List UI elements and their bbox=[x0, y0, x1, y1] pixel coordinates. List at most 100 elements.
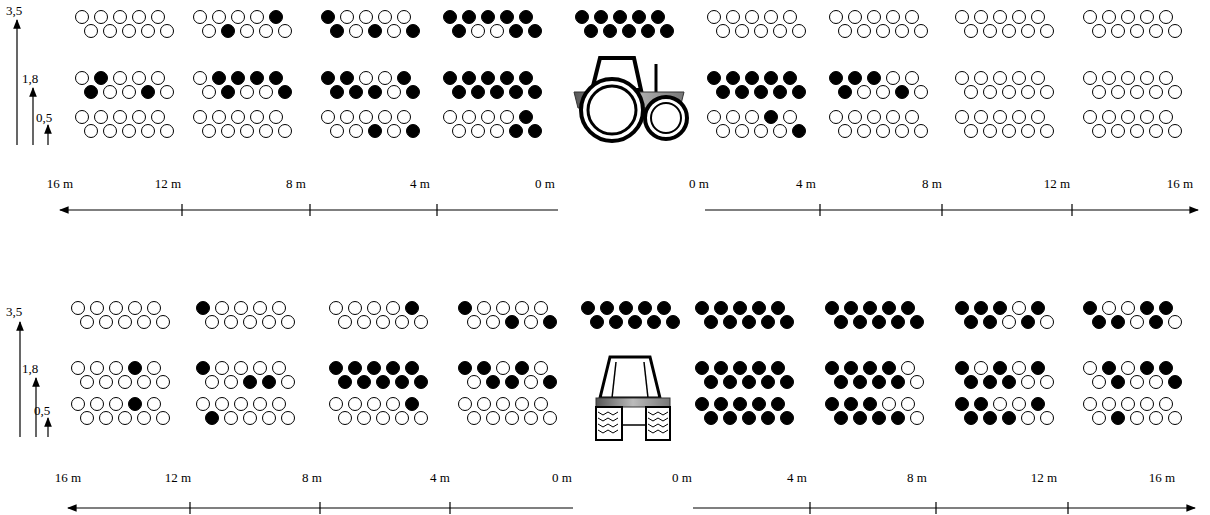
dot bbox=[1131, 25, 1144, 38]
dot bbox=[1022, 412, 1035, 425]
dot bbox=[1032, 11, 1045, 24]
dot bbox=[235, 302, 248, 315]
dot bbox=[1103, 11, 1116, 24]
dot bbox=[784, 72, 797, 85]
dot bbox=[444, 111, 457, 124]
dot bbox=[858, 86, 871, 99]
dot bbox=[629, 316, 642, 329]
dot bbox=[254, 362, 267, 375]
dot bbox=[696, 398, 709, 411]
dot bbox=[975, 11, 988, 24]
dot bbox=[463, 11, 476, 24]
dot bbox=[743, 316, 756, 329]
dot bbox=[463, 72, 476, 85]
dot bbox=[864, 398, 877, 411]
dot bbox=[194, 11, 207, 24]
dot bbox=[864, 302, 877, 315]
dot bbox=[877, 25, 890, 38]
dot bbox=[717, 25, 730, 38]
dot bbox=[331, 86, 344, 99]
dot bbox=[516, 302, 529, 315]
dot bbox=[1131, 412, 1144, 425]
dot bbox=[736, 125, 749, 138]
dot bbox=[216, 302, 229, 315]
dot bbox=[468, 376, 481, 389]
distance-label: 8 m bbox=[907, 471, 927, 484]
dot bbox=[152, 72, 165, 85]
dot bbox=[1160, 72, 1173, 85]
dot bbox=[705, 412, 718, 425]
dot bbox=[142, 25, 155, 38]
dot bbox=[864, 362, 877, 375]
dot bbox=[911, 412, 924, 425]
dot bbox=[350, 86, 363, 99]
dot bbox=[994, 11, 1007, 24]
dot bbox=[623, 25, 636, 38]
dot bbox=[755, 125, 768, 138]
distance-label: 12 m bbox=[155, 177, 181, 190]
dot bbox=[994, 362, 1007, 375]
dot bbox=[1084, 11, 1097, 24]
dot bbox=[1013, 111, 1026, 124]
dot bbox=[984, 316, 997, 329]
dot bbox=[330, 398, 343, 411]
dot bbox=[724, 376, 737, 389]
dot bbox=[407, 86, 420, 99]
dot bbox=[793, 86, 806, 99]
dot bbox=[906, 72, 919, 85]
dot bbox=[652, 11, 665, 24]
dot bbox=[868, 11, 881, 24]
dot bbox=[369, 86, 382, 99]
axis-lines bbox=[17, 20, 1198, 514]
dot bbox=[591, 316, 604, 329]
dot bbox=[487, 316, 500, 329]
dot bbox=[501, 11, 514, 24]
dot bbox=[91, 362, 104, 375]
dot bbox=[197, 302, 210, 315]
dot bbox=[331, 125, 344, 138]
dot bbox=[263, 412, 276, 425]
dot bbox=[273, 302, 286, 315]
dot bbox=[648, 316, 661, 329]
dot bbox=[1032, 362, 1045, 375]
dot bbox=[576, 11, 589, 24]
dot bbox=[830, 11, 843, 24]
dot bbox=[1032, 72, 1045, 85]
dot bbox=[206, 316, 219, 329]
height-label: 0,5 bbox=[36, 111, 52, 124]
dot bbox=[965, 376, 978, 389]
distance-label: 4 m bbox=[787, 471, 807, 484]
dot-grid bbox=[72, 11, 1182, 425]
dot bbox=[1160, 362, 1173, 375]
dot bbox=[1112, 25, 1125, 38]
dot bbox=[984, 86, 997, 99]
dot bbox=[360, 11, 373, 24]
dot bbox=[133, 72, 146, 85]
dot bbox=[845, 398, 858, 411]
dot bbox=[839, 25, 852, 38]
dot bbox=[994, 302, 1007, 315]
dot bbox=[1041, 86, 1054, 99]
dot bbox=[396, 376, 409, 389]
dot bbox=[1131, 376, 1144, 389]
dot bbox=[793, 125, 806, 138]
dot bbox=[1084, 111, 1097, 124]
dot bbox=[216, 362, 229, 375]
dot bbox=[472, 86, 485, 99]
dot bbox=[772, 302, 785, 315]
dot bbox=[887, 11, 900, 24]
dot bbox=[453, 125, 466, 138]
dot bbox=[453, 25, 466, 38]
dot bbox=[858, 125, 871, 138]
dot bbox=[1141, 398, 1154, 411]
dot bbox=[1112, 412, 1125, 425]
dot bbox=[129, 362, 142, 375]
dot bbox=[1022, 86, 1035, 99]
dot bbox=[152, 11, 165, 24]
dot bbox=[1093, 316, 1106, 329]
dot bbox=[906, 11, 919, 24]
dot bbox=[119, 376, 132, 389]
dot bbox=[975, 362, 988, 375]
dot bbox=[1112, 316, 1125, 329]
